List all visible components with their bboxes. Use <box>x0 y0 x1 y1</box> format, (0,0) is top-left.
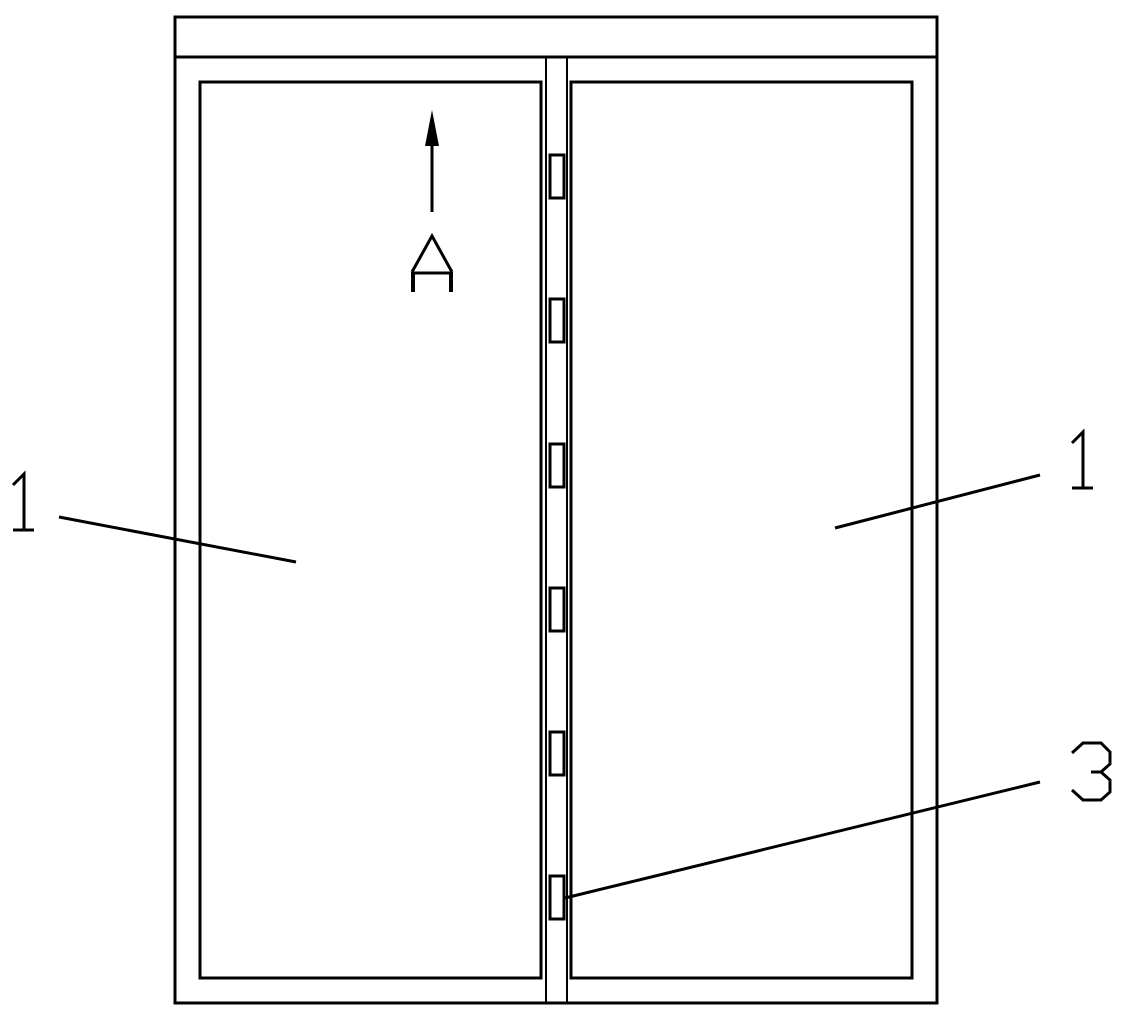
label-right-panel <box>1070 428 1093 490</box>
hardware-block <box>548 297 566 344</box>
section-letter-a <box>410 232 454 292</box>
mullion-hardware-group <box>548 153 566 921</box>
hardware-block <box>548 586 566 633</box>
section-arrow <box>410 110 454 292</box>
hardware-block <box>548 442 566 489</box>
hardware-block <box>548 153 566 200</box>
leader-line-right-panel <box>834 473 1041 530</box>
left-panel <box>198 80 543 980</box>
label-left-panel <box>11 470 34 532</box>
leader-line-hardware <box>564 780 1041 900</box>
outer-frame <box>173 15 939 1005</box>
right-panel <box>569 80 914 980</box>
arrow-up-icon <box>425 110 439 146</box>
hardware-block <box>548 730 566 777</box>
hardware-block <box>548 874 566 921</box>
label-hardware <box>1070 741 1112 802</box>
leader-line-left-panel <box>58 515 297 564</box>
